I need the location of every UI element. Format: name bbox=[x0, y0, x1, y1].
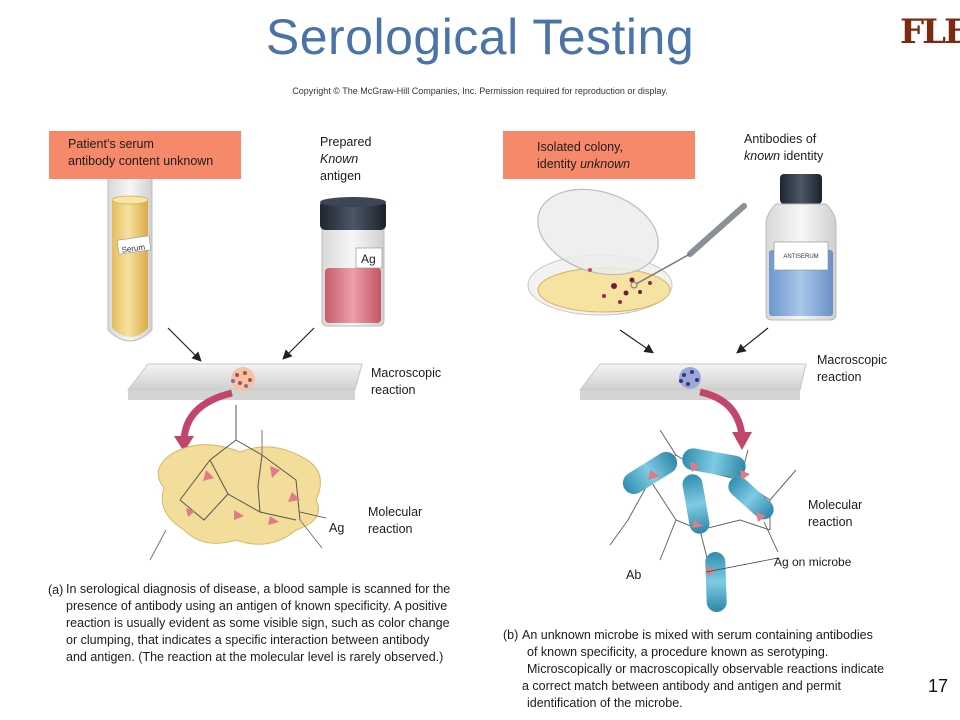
antiserum-bottle bbox=[765, 174, 837, 321]
patient-serum-box: Patient’s serum antibody content unknown bbox=[49, 131, 241, 179]
antibodies-known: known bbox=[744, 149, 781, 163]
antiserum-bottle-label: ANTISERUM bbox=[783, 254, 818, 260]
serum-tube bbox=[107, 177, 153, 342]
ag-on-microbe-label: Ag on microbe bbox=[774, 555, 852, 569]
molecular-reaction-a bbox=[149, 405, 323, 561]
slide-b bbox=[578, 363, 807, 400]
caption-a: In serological diagnosis of disease, a b… bbox=[66, 582, 451, 664]
colony-box-unknown: unknown bbox=[580, 157, 631, 171]
colony-box-identity: identity bbox=[537, 157, 581, 171]
arrow-antigen-to-slide bbox=[282, 327, 315, 360]
antigen-vial-label: Ag bbox=[361, 252, 376, 266]
serum-tube-label: Serum bbox=[121, 242, 146, 254]
petri-dish bbox=[527, 188, 673, 316]
molecular-reaction-b bbox=[609, 429, 797, 612]
ab-label: Ab bbox=[626, 568, 642, 582]
arrow-antiserum-to-slide bbox=[736, 327, 769, 354]
arrow-colony-to-slide bbox=[619, 329, 654, 354]
macroscopic-reaction-label-b: Macroscopic reaction bbox=[817, 353, 888, 384]
molecular-reaction-label-a: Molecular reaction bbox=[368, 505, 423, 536]
magnify-arrow-b bbox=[699, 388, 746, 437]
page-number: 17 bbox=[928, 676, 949, 696]
ag-on-microbe-pointer bbox=[763, 521, 779, 553]
page-title: Serological Testing bbox=[265, 9, 695, 65]
ag-label-a: Ag bbox=[329, 521, 345, 535]
inoculating-loop bbox=[630, 203, 747, 289]
prepared-antigen-label: Prepared Known antigen bbox=[320, 135, 372, 183]
caption-a-marker: (a) bbox=[48, 583, 64, 597]
isolated-colony-box: Isolated colony, identity unknown bbox=[503, 131, 695, 179]
magnify-arrow-a bbox=[180, 389, 233, 441]
molecular-reaction-label-b: Molecular reaction bbox=[808, 498, 863, 529]
caption-b: An unknown microbe is mixed with serum c… bbox=[522, 628, 885, 710]
arrow-serum-to-slide bbox=[167, 327, 202, 362]
slide-a bbox=[126, 363, 363, 400]
macroscopic-reaction-label-a: Macroscopic reaction bbox=[371, 366, 442, 397]
ag-pointer-a bbox=[299, 511, 327, 519]
caption-b-marker: (b) bbox=[503, 628, 519, 642]
flex-logo: FLEX bbox=[900, 12, 960, 52]
antigen-vial bbox=[320, 197, 386, 327]
copyright-notice: Copyright © The McGraw-Hill Companies, I… bbox=[292, 86, 668, 96]
antibodies-label: Antibodies of known identity bbox=[744, 132, 824, 163]
antibodies-identity: identity bbox=[780, 149, 824, 163]
